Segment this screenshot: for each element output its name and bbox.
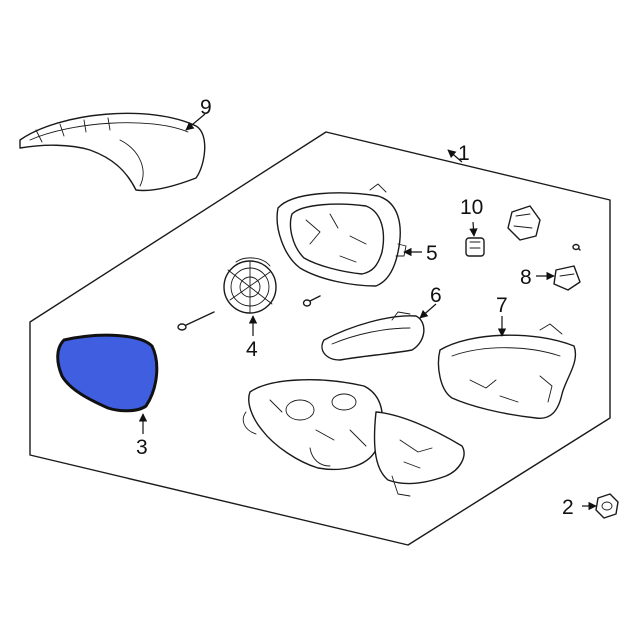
mirror-frame-part <box>276 183 407 287</box>
housing-part <box>437 323 577 419</box>
screw-long <box>177 311 215 331</box>
callout-6: 6 <box>430 284 442 307</box>
mirror-cap-part <box>19 112 206 192</box>
callout-9: 9 <box>200 96 212 119</box>
turn-signal-part <box>321 311 425 361</box>
screw-short <box>302 295 321 307</box>
mirror-base-part <box>242 379 465 497</box>
nut-part <box>595 493 619 519</box>
callout-2: 2 <box>562 496 574 519</box>
actuator-part <box>223 257 277 314</box>
callout-10: 10 <box>460 196 483 219</box>
callout-3: 3 <box>136 436 148 459</box>
sensor-part <box>553 265 581 291</box>
mirror-glass-part <box>56 333 159 413</box>
assembly-boundary <box>29 131 611 546</box>
clip-part <box>465 237 485 257</box>
connector-part <box>507 205 581 251</box>
callout-7: 7 <box>496 294 508 317</box>
callout-1: 1 <box>458 142 470 165</box>
callout-8: 8 <box>520 266 532 289</box>
callout-4: 4 <box>246 338 258 361</box>
callout-5: 5 <box>426 242 438 265</box>
callout-leaders <box>138 113 597 511</box>
